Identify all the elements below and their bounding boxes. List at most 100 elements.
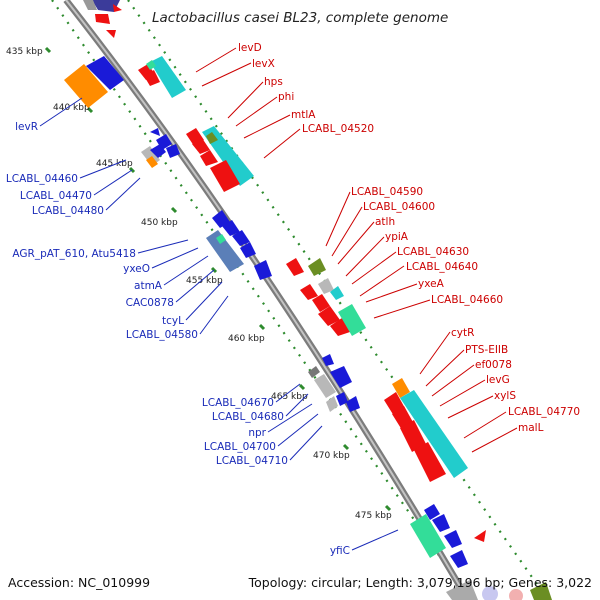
gene-label: tcyL <box>162 315 184 327</box>
gene-label: levG <box>486 374 510 386</box>
leader-line <box>195 47 237 73</box>
leader-line <box>419 331 451 375</box>
leader-line <box>93 169 133 196</box>
gene-arrow-red <box>300 284 318 300</box>
gene-arrow-blue <box>232 230 250 246</box>
gene-block-blue <box>92 0 120 12</box>
gene-label: phi <box>278 91 294 103</box>
gene-label: LCABL_04600 <box>363 201 435 213</box>
gene-label: malL <box>518 422 544 434</box>
gene-arrow-blue <box>150 128 160 136</box>
gene-block-gray <box>314 374 336 398</box>
scale-label: 450 kbp <box>141 218 178 228</box>
leader-line <box>289 425 323 461</box>
gene-label: LCABL_04660 <box>431 294 503 306</box>
gene-arrow-blue <box>424 504 440 520</box>
gene-arrow-red <box>106 30 116 38</box>
leader-line <box>331 206 363 257</box>
gene-label: LCABL_04520 <box>302 123 374 135</box>
leader-line <box>201 62 252 87</box>
gene-label: LCABL_04680 <box>212 411 284 423</box>
gene-arrow-red <box>414 442 446 482</box>
gene-label: yxeO <box>123 263 150 275</box>
leader-line <box>351 529 399 551</box>
gene-label: levR <box>15 121 38 133</box>
gene-arrow-blue <box>330 366 352 388</box>
gene-arrow-red <box>144 70 160 86</box>
leader-line <box>39 97 83 127</box>
gene-arrow-blue <box>450 550 468 568</box>
genome-summary-text: Topology: circular; Length: 3,079,196 bp… <box>248 575 592 590</box>
leader-line <box>431 364 475 397</box>
gene-block-gray <box>308 366 320 378</box>
gene-block-orange <box>64 64 108 108</box>
gene-block-blue <box>150 144 166 158</box>
leader-line <box>79 159 127 179</box>
gene-label: LCABL_04470 <box>20 190 92 202</box>
scale-tick <box>170 206 178 214</box>
scale-label: 475 kbp <box>355 511 392 521</box>
scale-labels: 435 kbp 440 kbp 445 kbp 450 kbp 455 kbp … <box>6 47 392 521</box>
gene-block-cyan <box>330 286 344 300</box>
guide-track-outer <box>51 0 471 600</box>
gene-block-orange <box>146 156 158 168</box>
gene-arrow-blue <box>86 56 124 90</box>
leader-line <box>471 427 518 453</box>
gene-label: hps <box>264 76 283 88</box>
gene-arrow-red <box>192 138 210 154</box>
leader-line <box>365 283 418 303</box>
leader-line <box>235 96 278 127</box>
leader-line <box>243 114 291 139</box>
gene-arrow-blue <box>240 242 256 258</box>
gene-label: yfiC <box>330 545 350 557</box>
scale-label: 440 kbp <box>53 103 90 113</box>
scale-tick <box>384 504 392 512</box>
gene-label: npr <box>248 427 266 439</box>
leader-line <box>325 191 351 247</box>
gene-block-green <box>338 304 366 336</box>
gene-block-gray <box>318 278 334 294</box>
gene-block-gray <box>446 580 478 600</box>
gene-label: LCABL_04670 <box>202 397 274 409</box>
gene-block-steel <box>206 230 244 272</box>
gene-label: levX <box>252 58 275 70</box>
gene-block-cyan <box>400 390 468 478</box>
gene-label: PTS-EIIB <box>465 344 508 356</box>
leader-line <box>337 221 375 265</box>
scale-label: 470 kbp <box>313 451 350 461</box>
leader-line <box>285 393 309 417</box>
gene-label: LCABL_04480 <box>32 205 104 217</box>
gene-arrow-red <box>95 14 110 24</box>
gene-arrow-red <box>330 318 350 336</box>
gene-arrow-blue <box>212 210 230 228</box>
gene-label: levD <box>238 42 262 54</box>
leader-line <box>277 413 319 447</box>
gene-block-cyan <box>150 56 186 98</box>
gene-label: ef0078 <box>475 359 512 371</box>
leader-line <box>345 236 385 277</box>
gene-label: mtlA <box>291 109 316 121</box>
scale-label: 455 kbp <box>186 276 223 286</box>
leader-line <box>447 395 494 419</box>
gene-arrow-red <box>113 4 122 12</box>
gene-block-green <box>216 234 226 244</box>
gene-arrow-red <box>312 294 330 312</box>
leader-line <box>275 383 301 403</box>
gene-label: LCABL_04700 <box>204 441 276 453</box>
accession-text: Accession: NC_010999 <box>8 575 150 590</box>
gene-block-olive <box>206 132 218 144</box>
gene-block-olive <box>530 582 552 600</box>
scale-label: 435 kbp <box>6 47 43 57</box>
gene-label: ypiA <box>385 231 409 243</box>
gene-block-orange <box>392 378 410 398</box>
scale-label: 465 kbp <box>271 392 308 402</box>
gene-arrow-red <box>200 150 218 166</box>
gene-arrow-red <box>474 530 486 542</box>
gene-arrow-blue <box>254 260 272 280</box>
gene-label: LCABL_04770 <box>508 406 580 418</box>
leader-line <box>185 281 223 321</box>
reverse-strand-features <box>64 56 468 568</box>
gene-arrow-blue <box>432 514 450 532</box>
